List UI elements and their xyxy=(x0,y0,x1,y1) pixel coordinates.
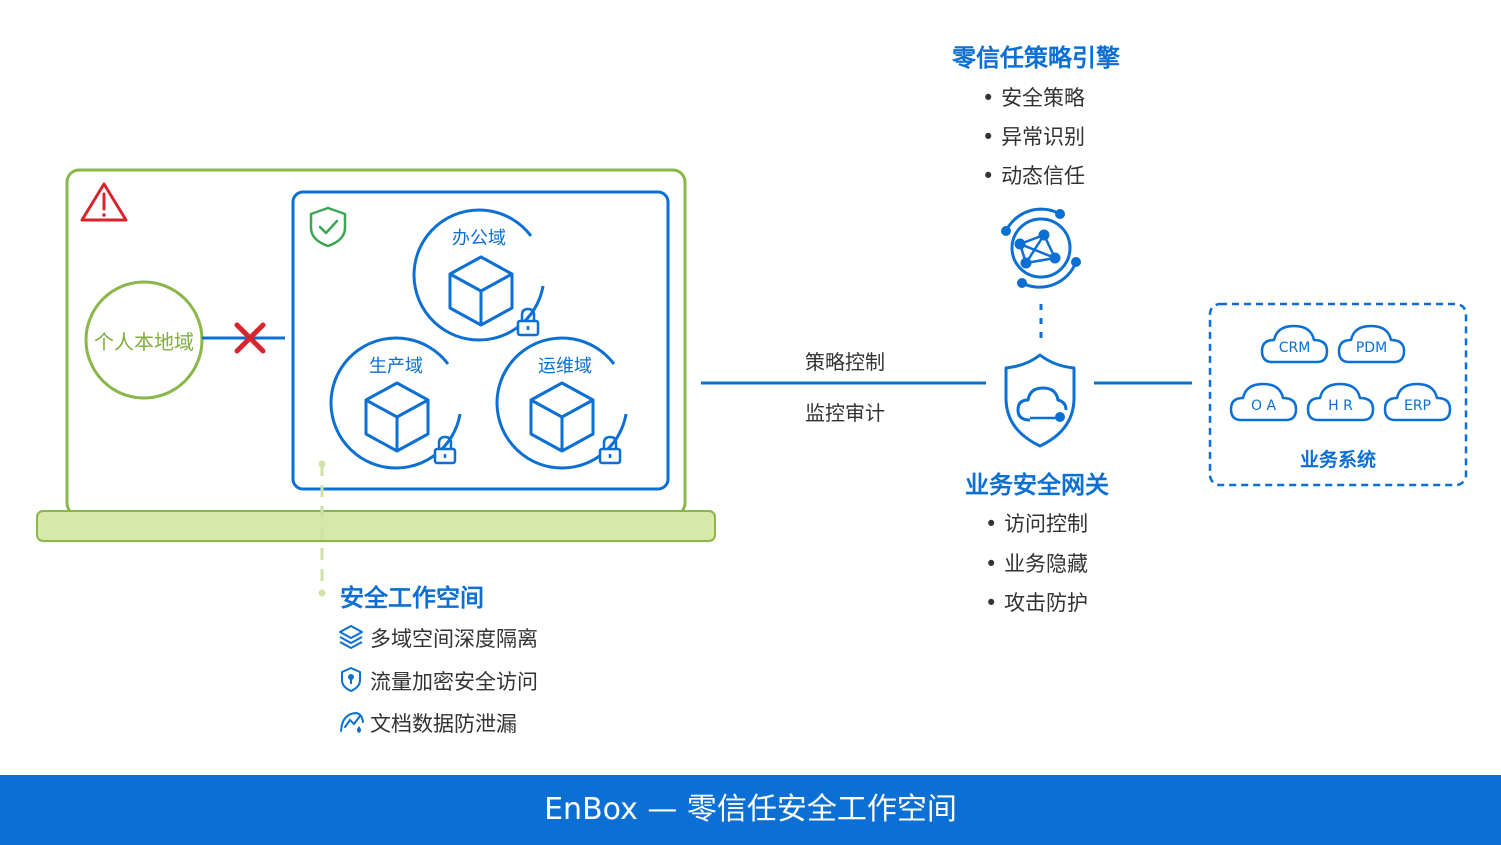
padlock-icon xyxy=(598,435,622,465)
cloud-icon xyxy=(1306,382,1375,422)
footer-title: EnBox — 零信任安全工作空间 xyxy=(544,792,957,827)
leader-dot xyxy=(318,460,326,468)
laptop-base xyxy=(36,510,716,542)
shield-check-icon xyxy=(309,206,347,248)
gateway-item-text: 访问控制 xyxy=(1004,512,1089,536)
policy-engine-item: • 动态信任 xyxy=(982,164,1086,188)
office-domain-circle xyxy=(412,208,546,342)
office-domain-label: 办公域 xyxy=(452,228,506,249)
policy-engine-item: • 安全策略 xyxy=(982,86,1086,110)
blocked-x-icon xyxy=(234,322,266,354)
business-systems-label: 业务系统 xyxy=(1299,449,1376,471)
document-data-icon xyxy=(340,711,364,733)
layers-icon xyxy=(339,625,363,649)
footer-banner: EnBox — 零信任安全工作空间 xyxy=(0,775,1501,845)
workspace-title: 安全工作空间 xyxy=(340,584,484,612)
production-domain-circle xyxy=(329,336,463,470)
workspace-feature: 流量加密安全访问 xyxy=(370,670,538,694)
padlock-icon xyxy=(433,435,457,465)
warning-icon xyxy=(80,182,128,222)
cloud-label-pdm: PDM xyxy=(1355,340,1388,356)
connection-label-bottom: 监控审计 xyxy=(805,401,885,425)
connection-label-top: 策略控制 xyxy=(805,350,885,374)
shield-lock-icon xyxy=(341,667,361,692)
cube-icon xyxy=(529,381,595,453)
policy-engine-item: • 异常识别 xyxy=(982,125,1086,149)
gateway-item-text: 业务隐藏 xyxy=(1004,552,1089,576)
gateway-item: • 访问控制 xyxy=(985,512,1089,536)
gateway-item-text: 攻击防护 xyxy=(1004,591,1089,615)
cloud-icon xyxy=(1337,324,1406,364)
gateway-item: • 业务隐藏 xyxy=(985,552,1089,576)
personal-domain-circle xyxy=(84,280,204,400)
business-systems-box xyxy=(1208,302,1468,487)
padlock-icon xyxy=(516,307,540,337)
personal-domain-label: 个人本地域 xyxy=(94,330,194,354)
cloud-label-oa: O A xyxy=(1250,398,1277,414)
cube-icon xyxy=(448,255,514,327)
policy-engine-title: 零信任策略引擎 xyxy=(952,44,1120,72)
cloud-label-crm: CRM xyxy=(1278,340,1311,356)
cloud-icon xyxy=(1229,382,1298,422)
network-globe-icon xyxy=(1001,207,1081,289)
cloud-icon xyxy=(1383,382,1452,422)
cloud-label-hr: H R xyxy=(1328,398,1353,414)
production-domain-label: 生产域 xyxy=(369,356,423,377)
workspace-feature: 多域空间深度隔离 xyxy=(370,627,538,651)
cube-icon xyxy=(364,381,430,453)
ops-domain-label: 运维域 xyxy=(538,356,592,377)
policy-engine-item-text: 动态信任 xyxy=(1001,164,1086,188)
workspace-feature: 文档数据防泄漏 xyxy=(370,712,517,736)
ops-domain-circle xyxy=(495,336,629,470)
cloud-label-erp: ERP xyxy=(1403,398,1431,414)
policy-engine-item-text: 安全策略 xyxy=(1001,86,1086,110)
diagram-canvas xyxy=(36,168,1468,733)
gateway-title: 业务安全网关 xyxy=(965,471,1109,499)
leader-dot xyxy=(318,589,326,597)
cloud-icon xyxy=(1260,324,1329,364)
gateway-shield-icon xyxy=(1004,353,1076,448)
gateway-item: • 攻击防护 xyxy=(985,591,1089,615)
policy-engine-item-text: 异常识别 xyxy=(1001,125,1086,149)
